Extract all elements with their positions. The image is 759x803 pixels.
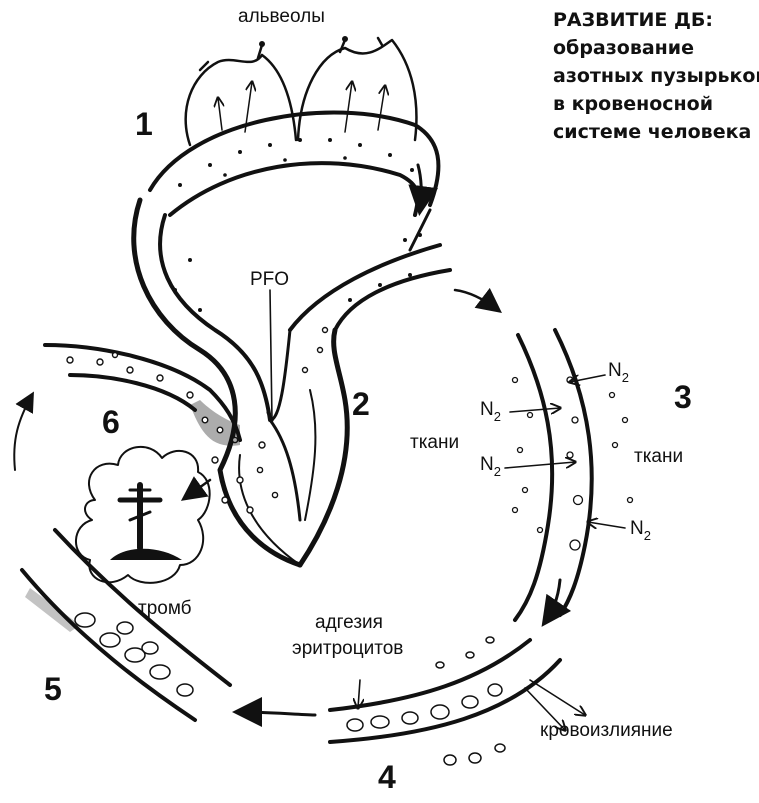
stage-number-5: 5 bbox=[44, 671, 62, 707]
stage-number-3: 3 bbox=[674, 379, 692, 415]
title-line-3: азотных пузырьков bbox=[553, 65, 759, 87]
grave-mound-icon bbox=[110, 549, 182, 560]
tissue-label-right: ткани bbox=[634, 446, 683, 467]
stage-number-1: 1 bbox=[135, 106, 153, 142]
adhesion-capillary bbox=[238, 637, 585, 765]
n2-label-3: N2 bbox=[480, 454, 501, 479]
diagram-title: РАЗВИТИЕ ДБ: образование азотных пузырьк… bbox=[553, 9, 759, 143]
stage-number-6: 6 bbox=[102, 404, 120, 440]
n2-label-1: N2 bbox=[608, 360, 629, 385]
hemorrhage-label: кровоизлияние bbox=[540, 720, 673, 741]
thrombus-cloud bbox=[76, 447, 210, 583]
alveoli-sacs bbox=[186, 36, 417, 145]
title-line-2: образование bbox=[553, 37, 694, 59]
title-line-4: в кровеносной bbox=[553, 93, 713, 115]
pfo-label: PFO bbox=[250, 269, 289, 290]
stage-number-4: 4 bbox=[378, 759, 396, 795]
n2-label-4: N2 bbox=[630, 518, 651, 543]
adhesion-label-line2: эритроцитов bbox=[292, 638, 403, 659]
thrombus-label: тромб bbox=[138, 598, 192, 619]
tissue-label-left: ткани bbox=[410, 432, 459, 453]
title-line-1: РАЗВИТИЕ ДБ: bbox=[553, 9, 713, 31]
alveoli-label: альвеолы bbox=[238, 6, 325, 27]
n2-label-2: N2 bbox=[480, 399, 501, 424]
adhesion-label-line1: адгезия bbox=[315, 612, 383, 633]
heart bbox=[134, 200, 498, 565]
title-line-5: системе человека bbox=[553, 121, 751, 143]
stage-number-2: 2 bbox=[352, 386, 370, 422]
